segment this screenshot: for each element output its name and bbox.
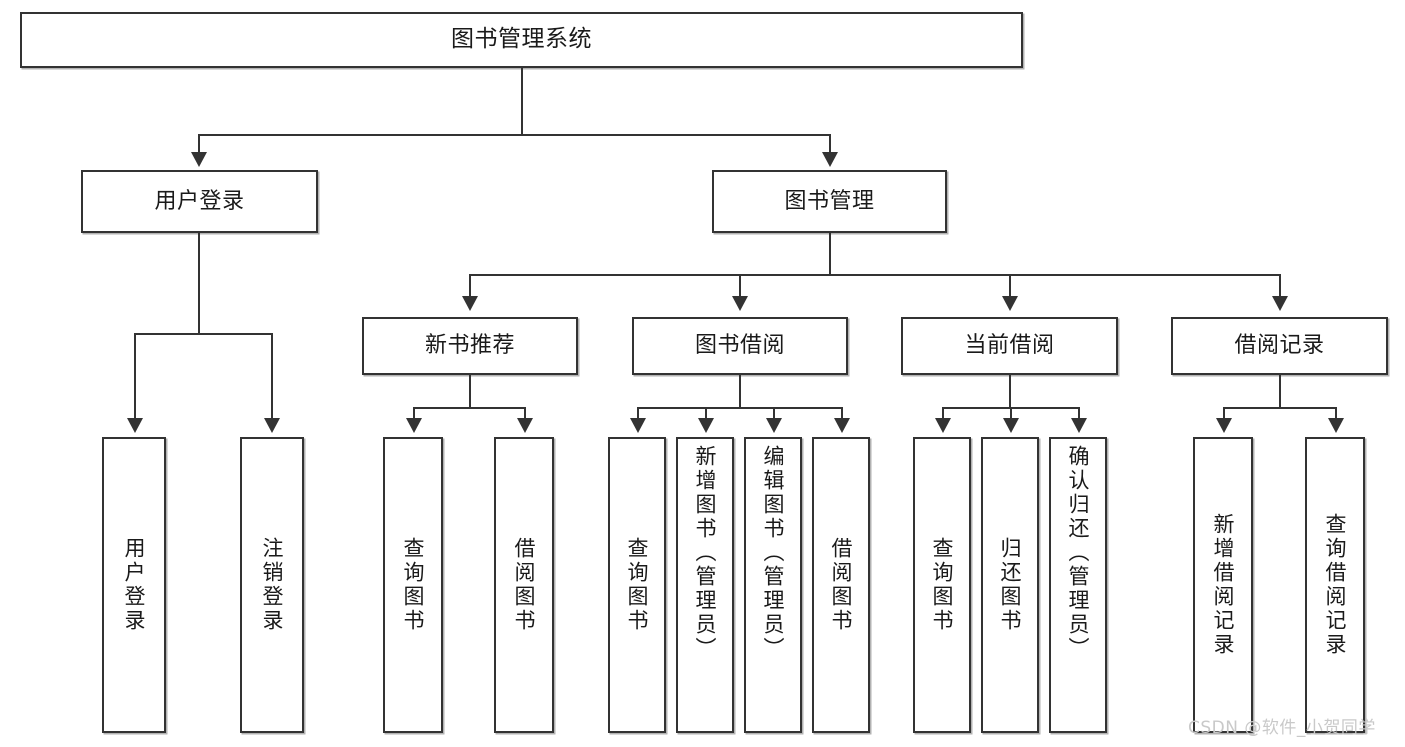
connector-nbr-to-leaf-2 bbox=[524, 407, 526, 419]
connector-bb-to-leaf-2 bbox=[705, 407, 707, 419]
arrowhead-book-borrow bbox=[732, 296, 748, 311]
node-label: 查询图书 bbox=[625, 537, 650, 633]
arrowhead-leaf-user-login bbox=[127, 418, 143, 433]
node-label: 图书管理 bbox=[784, 188, 875, 214]
arrowhead-bb-leaf-1 bbox=[630, 418, 646, 433]
connector-book-management-bus bbox=[469, 274, 1280, 276]
node-label: 用户登录 bbox=[122, 537, 147, 633]
leaf-logout-login[interactable]: 注销登录 bbox=[240, 437, 304, 733]
connector-br-to-leaf-2 bbox=[1335, 407, 1337, 419]
connector-br-bus bbox=[1223, 407, 1336, 409]
node-label: 查询图书 bbox=[401, 537, 426, 633]
node-label: 借阅图书 bbox=[512, 537, 537, 633]
connector-root-to-book-management bbox=[829, 134, 831, 153]
connector-user-login-bus bbox=[134, 333, 272, 335]
connector-cb-to-leaf-1 bbox=[942, 407, 944, 419]
node-label: 图书借阅 bbox=[694, 333, 785, 359]
connector-nbr-bus bbox=[413, 407, 525, 409]
connector-nbr-to-leaf-1 bbox=[413, 407, 415, 419]
connector-cb-stem bbox=[1009, 375, 1011, 407]
node-current-borrowing[interactable]: 当前借阅 bbox=[901, 317, 1118, 375]
connector-cb-to-leaf-3 bbox=[1078, 407, 1080, 419]
node-label: 查询借阅记录 bbox=[1323, 513, 1348, 657]
node-label: 查询图书 bbox=[930, 537, 955, 633]
arrowhead-cb-leaf-1 bbox=[935, 418, 951, 433]
leaf-bb-borrow-books[interactable]: 借阅图书 bbox=[812, 437, 870, 733]
connector-user-login-to-leaf-2 bbox=[271, 333, 273, 419]
arrowhead-br-leaf-1 bbox=[1216, 418, 1232, 433]
connector-bb-to-leaf-3 bbox=[773, 407, 775, 419]
leaf-br-query-borrow-record[interactable]: 查询借阅记录 bbox=[1305, 437, 1365, 733]
leaf-br-add-borrow-record[interactable]: 新增借阅记录 bbox=[1193, 437, 1253, 733]
connector-bm-to-current-borrow bbox=[1009, 274, 1011, 297]
connector-bb-to-leaf-1 bbox=[637, 407, 639, 419]
node-label: 编辑图书（管理员） bbox=[761, 445, 786, 661]
arrowhead-bb-leaf-3 bbox=[766, 418, 782, 433]
node-label: 借阅记录 bbox=[1234, 333, 1325, 359]
arrowhead-nbr-leaf-1 bbox=[406, 418, 422, 433]
arrowhead-cb-leaf-2 bbox=[1003, 418, 1019, 433]
node-new-book-recommendation[interactable]: 新书推荐 bbox=[362, 317, 578, 375]
node-root-book-management-system[interactable]: 图书管理系统 bbox=[20, 12, 1023, 68]
arrowhead-bb-leaf-2 bbox=[698, 418, 714, 433]
leaf-bb-query-books[interactable]: 查询图书 bbox=[608, 437, 666, 733]
arrowhead-borrow-record bbox=[1272, 296, 1288, 311]
connector-bm-to-borrow-record bbox=[1279, 274, 1281, 297]
leaf-nbr-borrow-books[interactable]: 借阅图书 bbox=[494, 437, 554, 733]
node-label: 归还图书 bbox=[998, 537, 1023, 633]
watermark-credit: CSDN @软件_小贺同学 bbox=[1188, 718, 1376, 738]
node-book-borrowing[interactable]: 图书借阅 bbox=[632, 317, 848, 375]
node-label: 新增图书（管理员） bbox=[693, 445, 718, 661]
node-label: 用户登录 bbox=[154, 188, 245, 214]
arrowhead-cb-leaf-3 bbox=[1071, 418, 1087, 433]
arrowhead-book-management bbox=[822, 152, 838, 167]
connector-nbr-stem bbox=[469, 375, 471, 407]
connector-bb-to-leaf-4 bbox=[841, 407, 843, 419]
node-label: 图书管理系统 bbox=[451, 26, 592, 53]
node-label: 新书推荐 bbox=[424, 333, 515, 359]
arrowhead-new-book-rec bbox=[462, 296, 478, 311]
node-label: 当前借阅 bbox=[964, 333, 1055, 359]
connector-root-bus bbox=[198, 134, 829, 136]
connector-br-to-leaf-1 bbox=[1223, 407, 1225, 419]
arrowhead-nbr-leaf-2 bbox=[517, 418, 533, 433]
connector-user-login-stem bbox=[198, 233, 200, 333]
node-borrowing-record[interactable]: 借阅记录 bbox=[1171, 317, 1388, 375]
arrowhead-bb-leaf-4 bbox=[834, 418, 850, 433]
leaf-bb-add-book-admin[interactable]: 新增图书（管理员） bbox=[676, 437, 734, 733]
connector-root-stem bbox=[521, 68, 523, 134]
connector-root-to-user-login bbox=[198, 134, 200, 153]
leaf-cb-confirm-return-admin[interactable]: 确认归还（管理员） bbox=[1049, 437, 1107, 733]
connector-cb-to-leaf-2 bbox=[1010, 407, 1012, 419]
connector-bm-to-new-book-rec bbox=[469, 274, 471, 297]
connector-bb-bus bbox=[637, 407, 842, 409]
leaf-user-login[interactable]: 用户登录 bbox=[102, 437, 166, 733]
node-user-login[interactable]: 用户登录 bbox=[81, 170, 318, 233]
arrowhead-user-login bbox=[191, 152, 207, 167]
leaf-cb-query-books[interactable]: 查询图书 bbox=[913, 437, 971, 733]
arrowhead-leaf-logout-login bbox=[264, 418, 280, 433]
node-label: 借阅图书 bbox=[829, 537, 854, 633]
connector-user-login-to-leaf-1 bbox=[134, 333, 136, 419]
arrowhead-current-borrow bbox=[1002, 296, 1018, 311]
leaf-cb-return-books[interactable]: 归还图书 bbox=[981, 437, 1039, 733]
connector-bm-to-book-borrow bbox=[739, 274, 741, 297]
leaf-bb-edit-book-admin[interactable]: 编辑图书（管理员） bbox=[744, 437, 802, 733]
node-book-management[interactable]: 图书管理 bbox=[712, 170, 947, 233]
leaf-nbr-query-books[interactable]: 查询图书 bbox=[383, 437, 443, 733]
node-label: 确认归还（管理员） bbox=[1066, 445, 1091, 661]
connector-book-management-stem bbox=[829, 233, 831, 274]
node-label: 注销登录 bbox=[260, 537, 285, 633]
arrowhead-br-leaf-2 bbox=[1328, 418, 1344, 433]
connector-br-stem bbox=[1279, 375, 1281, 407]
node-label: 新增借阅记录 bbox=[1211, 513, 1236, 657]
connector-bb-stem bbox=[739, 375, 741, 407]
